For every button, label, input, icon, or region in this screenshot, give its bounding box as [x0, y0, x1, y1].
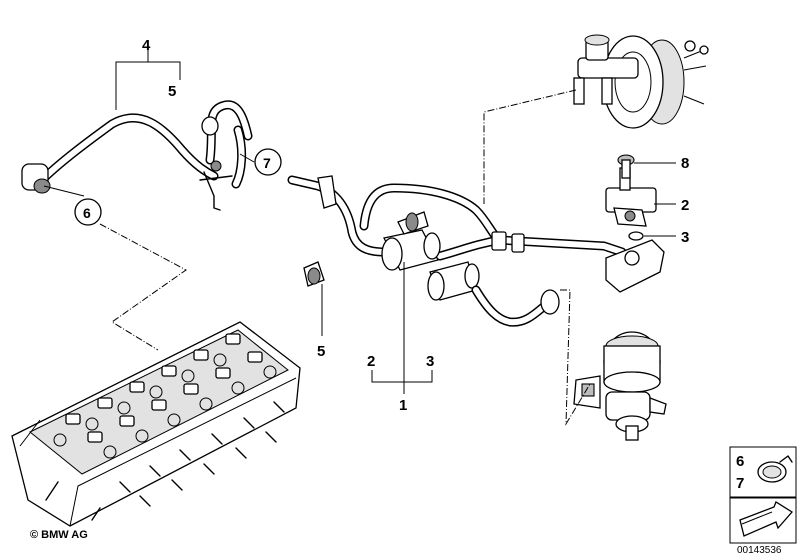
switchover-valve-2 [605, 167, 665, 293]
hose-4 [21, 100, 253, 211]
washer-3 [628, 231, 644, 241]
arrow-pictogram [729, 497, 797, 544]
callout-7: 7 [263, 155, 271, 171]
cylinder-head [11, 321, 301, 527]
copyright-text: © BMW AG [30, 529, 88, 541]
callout-2-bottom: 2 [367, 353, 375, 370]
leader-7 [239, 153, 255, 163]
legend-number-6: 6 [736, 453, 744, 470]
valve-springs [53, 353, 277, 459]
leader-6 [43, 185, 85, 197]
callout-circle-6 [74, 198, 102, 226]
diagram-number: 00143536 [737, 545, 782, 556]
secondary-air-pump [573, 331, 667, 441]
brake-booster [573, 34, 709, 129]
camshaft-bearing-caps [65, 333, 263, 443]
callout-8: 8 [681, 155, 689, 172]
ref-line-6-head [99, 223, 187, 351]
callout-6: 6 [83, 205, 91, 221]
callout-5-bottom: 5 [317, 343, 325, 360]
exhaust-studs [119, 401, 285, 507]
ref-line-booster [483, 89, 577, 204]
legend-number-7: 7 [736, 475, 744, 492]
callout-circle-7 [254, 148, 282, 176]
leader-1 [371, 370, 433, 383]
hose-clamp-legend [729, 446, 797, 498]
callout-2-top: 2 [681, 197, 689, 214]
check-valve [381, 229, 441, 271]
bolt-8 [617, 154, 635, 179]
ref-line-pump [560, 289, 591, 426]
callout-4: 4 [142, 37, 151, 54]
callout-1: 1 [399, 397, 407, 414]
callout-3-bottom: 3 [426, 353, 434, 370]
callout-5-top: 5 [168, 83, 176, 100]
hose-assembly-1 [287, 175, 627, 327]
callout-3-top: 3 [681, 229, 689, 246]
hose-clamp-5 [303, 261, 325, 287]
